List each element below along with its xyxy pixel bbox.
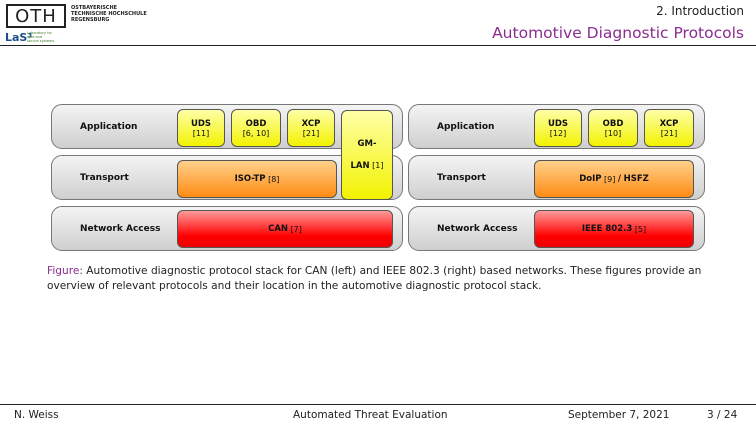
xcp-protocol: XCP [21] [287,109,335,147]
footer-author: N. Weiss [14,409,59,421]
oth-line: TECHNISCHE HOCHSCHULE [71,11,147,17]
protocol-name: CAN [268,224,289,234]
oth-logo: OTH [6,4,66,28]
header-divider [0,45,756,46]
protocol-name: OBD [602,118,624,129]
las-line: Laboratory for [27,31,52,35]
obd-protocol: OBD [6, 10] [231,109,281,147]
protocol-name: IEEE 802.3 [581,224,633,234]
uds-protocol: UDS [11] [177,109,225,147]
protocol-name: UDS [547,118,569,129]
layer-label: Network Access [80,224,161,234]
layer-label: Application [437,122,495,132]
ieee-802-3-protocol: IEEE 802.3 [5] [534,210,694,248]
oth-line: REGENSBURG [71,17,110,23]
figure-caption: Figure: Automotive diagnostic protocol s… [47,264,707,294]
protocol-ref: [21] [302,128,320,138]
las-name: Laboratory for safe and secure systems [27,31,54,43]
layer-label: Application [80,122,138,132]
protocol-ref: [7] [290,224,302,234]
protocol-ref: [21] [660,128,678,138]
ethernet-protocol-stack: Application Transport Network Access UDS… [408,104,705,252]
gmlan-protocol: GM- LAN [1] [341,110,393,200]
slide-header: OTH OSTBAYERISCHE TECHNISCHE HOCHSCHULE … [0,0,756,48]
protocol-name-ref: LAN [1] [351,161,384,171]
footer-divider [0,404,756,405]
protocol-name: HSFZ [623,174,649,184]
las-line: safe and [27,35,43,39]
footer-page-number: 3 / 24 [707,409,738,421]
can-protocol-stack: Application Transport Network Access UDS… [51,104,403,252]
las-line: secure systems [27,39,55,43]
protocol-name: LAN [350,161,370,171]
protocol-separator: / [617,174,622,184]
protocol-name: XCP [301,118,321,129]
protocol-ref: [10] [604,128,622,138]
layer-label: Transport [80,173,129,183]
protocol-name: XCP [659,118,679,129]
can-protocol: CAN [7] [177,210,393,248]
layer-label: Transport [437,173,486,183]
footer-talk-title: Automated Threat Evaluation [293,409,448,421]
uds-protocol: UDS [12] [534,109,582,147]
protocol-ref: [12] [549,128,567,138]
protocol-ref: [1] [372,161,384,170]
doip-hsfz-protocol: DoIP [9] / HSFZ [534,160,694,198]
protocol-ref: [8] [268,174,280,184]
xcp-protocol: XCP [21] [644,109,694,147]
caption-text: Automotive diagnostic protocol stack for… [47,265,702,292]
protocol-name: DoIP [579,174,602,184]
oth-name: OSTBAYERISCHE TECHNISCHE HOCHSCHULE REGE… [71,5,147,23]
protocol-ref: [11] [192,128,210,138]
oth-logo-text: OTH [15,5,57,27]
protocol-name: OBD [245,118,267,129]
las-logo: LaS³ [5,31,33,44]
protocol-name: UDS [190,118,212,129]
protocol-ref: [5] [634,224,647,234]
obd-protocol: OBD [10] [588,109,638,147]
protocol-name: ISO-TP [234,174,266,184]
caption-label: Figure: [47,265,83,277]
oth-line: OSTBAYERISCHE [71,5,118,11]
layer-label: Network Access [437,224,518,234]
protocol-ref: [6, 10] [242,128,270,138]
slide-title: Automotive Diagnostic Protocols [492,24,744,42]
section-title: 2. Introduction [656,4,744,18]
protocol-name: GM- [357,139,377,149]
footer-date: September 7, 2021 [568,409,670,421]
iso-tp-protocol: ISO-TP [8] [177,160,337,198]
protocol-ref: [9] [604,174,616,184]
